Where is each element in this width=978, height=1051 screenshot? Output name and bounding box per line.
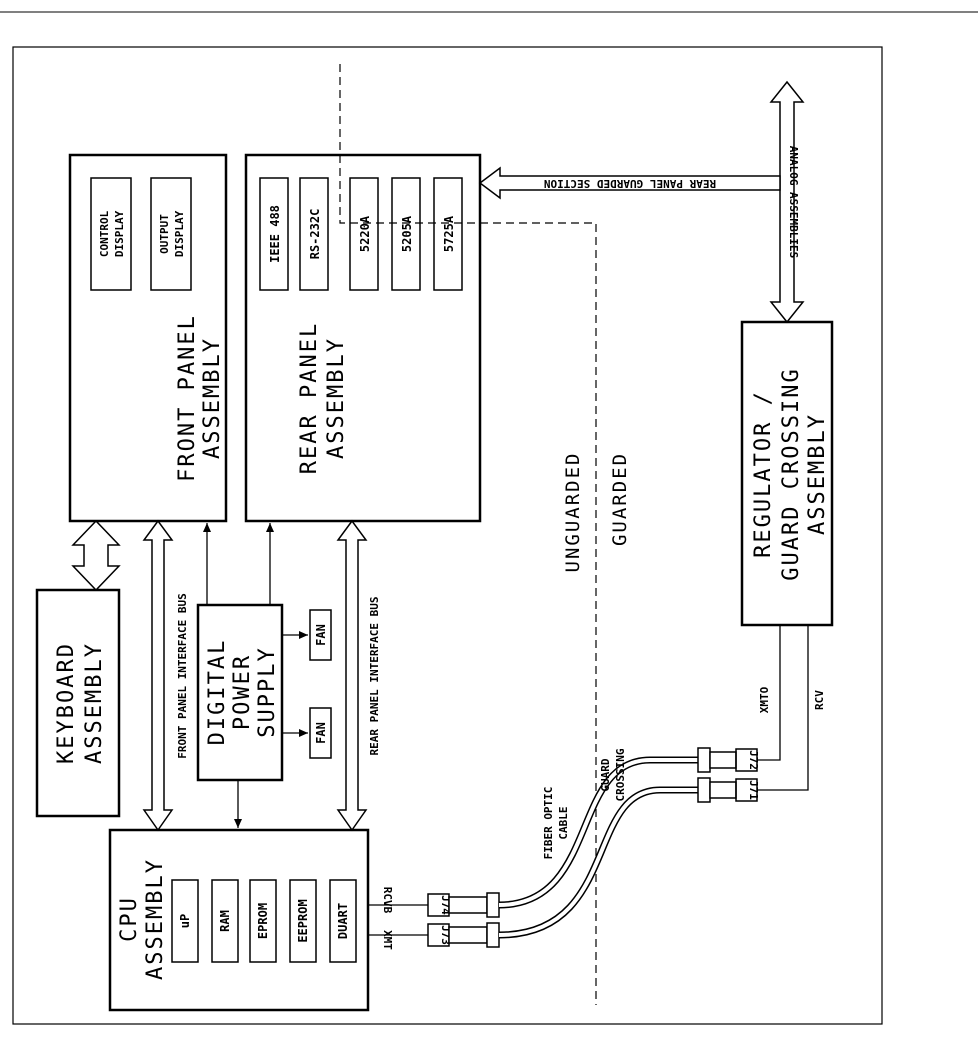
plug-j73-collar	[486, 922, 500, 948]
rear-panel-label-2: ASSEMBLY	[324, 337, 349, 459]
j72-label: J72	[747, 750, 760, 770]
connector-j72: J72	[735, 748, 760, 772]
fiber-optic-label-2: CABLE	[557, 806, 570, 839]
plug-j72-collar	[697, 747, 711, 773]
j71-label: J71	[747, 780, 760, 800]
fan-2-label: FAN	[314, 722, 328, 744]
xmto-label: XMTO	[758, 686, 771, 713]
module-5220a-label: 5220A	[358, 215, 372, 252]
fan-2: FAN	[309, 707, 332, 759]
eprom-label: EPROM	[256, 903, 270, 939]
figure-frame	[12, 46, 883, 1025]
power-supply-label-3: SUPPLY	[255, 646, 280, 737]
front-panel-label-1: FRONT PANEL	[175, 314, 200, 482]
regulator-guard-crossing-assembly: REGULATOR / GUARD CROSSING ASSEMBLY	[740, 320, 834, 627]
analog-assemblies-label: ANALOG ASSEMBLIES	[787, 146, 800, 259]
xmt-label: XMT	[381, 930, 394, 950]
front-bus-label: FRONT PANEL INTERFACE BUS	[176, 593, 189, 759]
plug-j71	[709, 781, 737, 799]
rear-bus-label: REAR PANEL INTERFACE BUS	[368, 597, 381, 756]
regulator-label-3: ASSEMBLY	[805, 413, 830, 535]
rear-panel-interface-bus	[336, 519, 368, 832]
output-display-label-1: OUTPUT	[158, 214, 171, 254]
regulator-label-2: GUARD CROSSING	[779, 367, 804, 580]
module-5725a-label: 5725A	[442, 215, 456, 252]
rcv-label: RCV	[813, 690, 826, 710]
rear-panel-guarded-section-arrow	[478, 166, 781, 200]
keyboard-label-2: ASSEMBLY	[82, 642, 107, 764]
rcv-line	[757, 625, 809, 791]
ieee-488-label: IEEE 488	[268, 205, 282, 263]
eeprom-label: EEPROM	[296, 899, 310, 942]
rear-panel-label-1: REAR PANEL	[297, 322, 322, 474]
fan-1: FAN	[309, 609, 332, 661]
up-label: uP	[178, 914, 192, 928]
fan-1-label: FAN	[314, 624, 328, 646]
rcvb-label: RCVB	[381, 887, 394, 914]
fiber-optic-label-1: FIBER OPTIC	[542, 787, 555, 860]
regulator-label-1: REGULATOR /	[751, 390, 776, 558]
fiber-optic-cable	[498, 756, 700, 939]
unguarded-label: UNGUARDED	[562, 452, 584, 573]
module-5205a-label: 5205A	[400, 215, 414, 252]
plug-j72	[709, 751, 737, 769]
plug-j73	[448, 926, 488, 944]
cpu-assembly: CPU ASSEMBLY uP RAM EPROM EEPROM DUART	[108, 828, 370, 1012]
output-display-label-2: DISPLAY	[173, 210, 186, 257]
plug-j74	[448, 896, 488, 914]
control-display-label-2: DISPLAY	[113, 210, 126, 257]
keyboard-assembly: KEYBOARD ASSEMBLY	[35, 588, 121, 818]
digital-power-supply: DIGITAL POWER SUPPLY	[196, 603, 284, 782]
power-supply-label-2: POWER	[230, 654, 255, 730]
rear-panel-assembly: REAR PANEL ASSEMBLY IEEE 488 RS-232C 522…	[244, 153, 482, 523]
guard-crossing-label-2: CROSSING	[614, 748, 627, 801]
cpu-label-1: CPU	[117, 896, 142, 942]
cpu-label-2: ASSEMBLY	[143, 858, 168, 980]
connector-j71: J71	[735, 778, 760, 802]
power-supply-label-1: DIGITAL	[205, 639, 230, 746]
keyboard-front-panel-double-arrow	[71, 519, 121, 592]
front-panel-interface-bus	[142, 519, 174, 832]
guard-boundary-dashed-line	[339, 64, 597, 1005]
analog-assemblies-bus	[769, 80, 805, 324]
guard-crossing-label-1: GUARD	[599, 758, 612, 791]
plug-j71-collar	[697, 777, 711, 803]
front-panel-assembly: FRONT PANEL ASSEMBLY CONTROL DISPLAY OUT…	[68, 153, 228, 523]
xmto-line	[757, 625, 781, 761]
keyboard-label-1: KEYBOARD	[54, 642, 79, 764]
rs232c-label: RS-232C	[308, 209, 322, 260]
guarded-label: GUARDED	[609, 452, 631, 546]
front-panel-label-2: ASSEMBLY	[200, 337, 225, 459]
plug-j74-collar	[486, 892, 500, 918]
control-display-label-1: CONTROL	[98, 210, 111, 257]
duart-label: DUART	[336, 903, 350, 939]
ram-label: RAM	[218, 910, 232, 932]
rear-panel-guarded-label: REAR PANEL GUARDED SECTION	[544, 177, 716, 190]
